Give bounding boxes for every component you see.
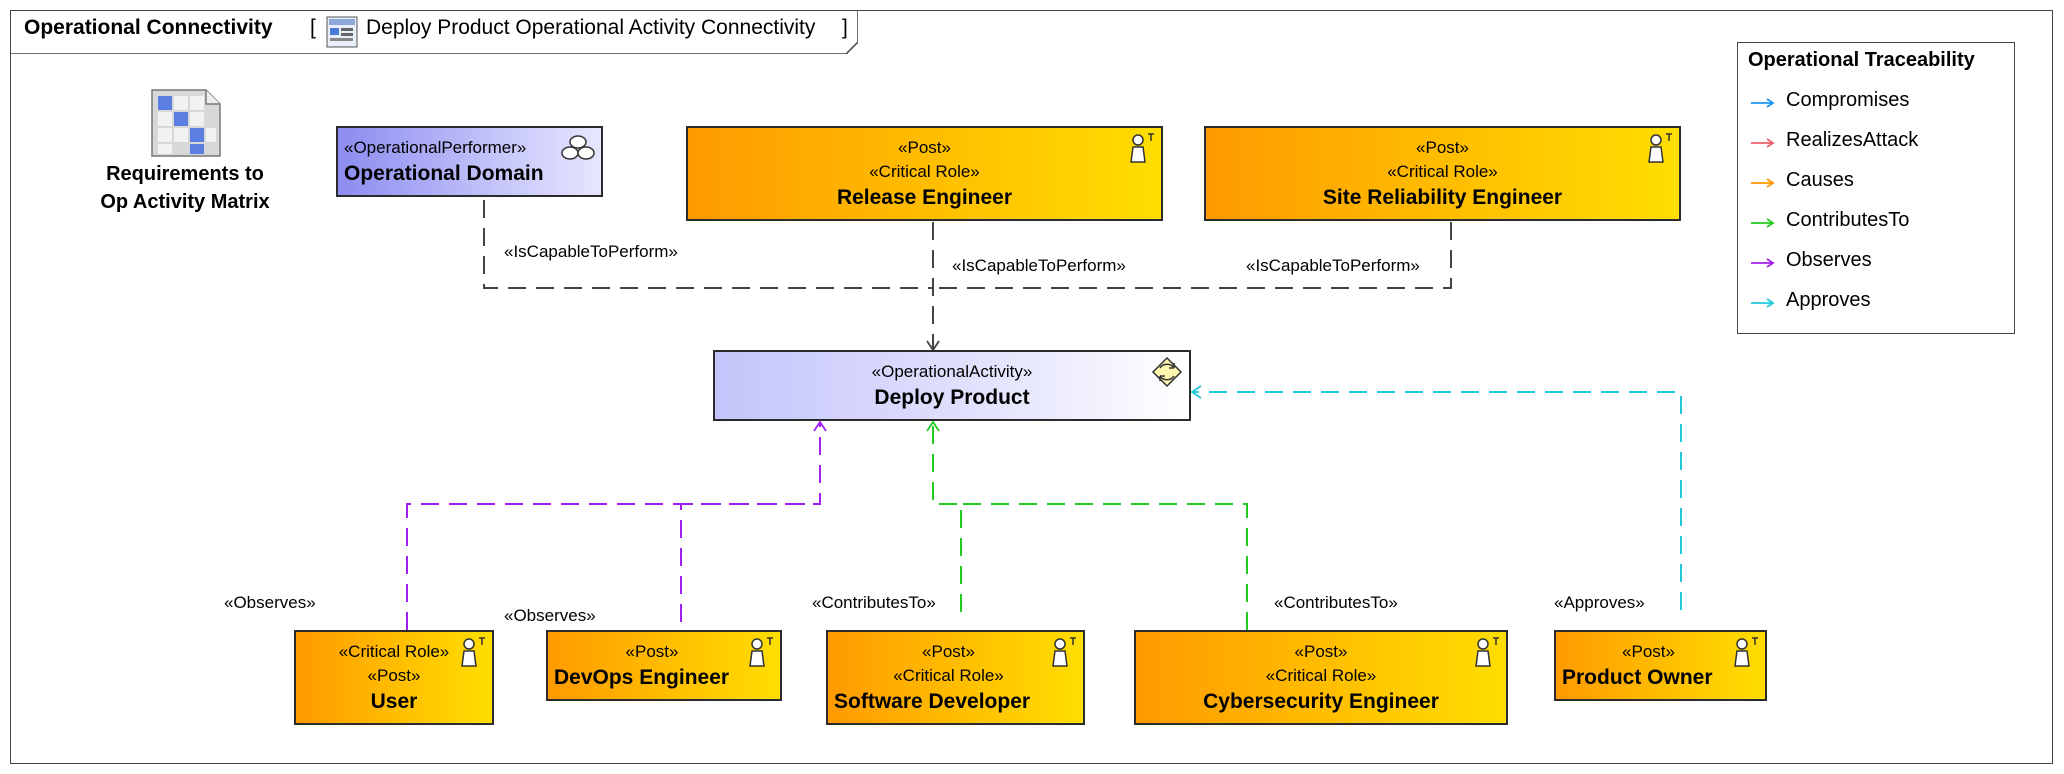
person-icon bbox=[1734, 637, 1758, 667]
node-stereotype: «Critical Role» bbox=[1387, 162, 1498, 181]
node-stereotype: «Critical Role» bbox=[1265, 666, 1377, 685]
node-stereotype: «Post» bbox=[625, 642, 679, 661]
legend-label: RealizesAttack bbox=[1786, 129, 1919, 151]
legend-label: Causes bbox=[1786, 169, 1854, 191]
connector-domain-capable[interactable] bbox=[483, 200, 933, 289]
diagram-icon bbox=[326, 16, 358, 48]
label-sre-capable: «IsCapableToPerform» bbox=[1246, 256, 1420, 275]
node-stereotype: «Critical Role» bbox=[893, 666, 1004, 685]
open-bracket: [ bbox=[310, 16, 316, 39]
person-icon bbox=[461, 637, 485, 667]
node-stereotype: «Critical Role» bbox=[338, 642, 450, 661]
node-name: Operational Domain bbox=[344, 162, 544, 185]
legend-label: Compromises bbox=[1786, 89, 1910, 111]
node-stereotype: «Post» bbox=[1294, 642, 1348, 661]
diagram-type-label: Operational Connectivity bbox=[24, 16, 273, 39]
close-bracket: ] bbox=[842, 16, 848, 39]
connector-devops-observes[interactable] bbox=[680, 503, 820, 622]
diagram-frame bbox=[10, 10, 2053, 764]
label-domain-capable: «IsCapableToPerform» bbox=[504, 242, 678, 261]
arrow-icon bbox=[1751, 298, 1775, 308]
legend-label: ContributesTo bbox=[1786, 209, 1910, 231]
label-devops-observes: «Observes» bbox=[504, 606, 596, 625]
arrow-icon bbox=[1751, 258, 1775, 268]
label-cyber-contributes: «ContributesTo» bbox=[1274, 593, 1398, 612]
legend-label: Approves bbox=[1786, 289, 1871, 311]
node-name: Cybersecurity Engineer bbox=[1203, 690, 1439, 713]
matrix-icon bbox=[151, 89, 221, 157]
node-name: Site Reliability Engineer bbox=[1322, 186, 1563, 209]
person-icon bbox=[749, 637, 773, 667]
connector-owner-approves[interactable] bbox=[1190, 385, 1682, 610]
person-icon bbox=[1648, 133, 1672, 163]
node-stereotype: «OperationalActivity» bbox=[871, 362, 1033, 381]
node-stereotype: «Post» bbox=[898, 138, 951, 157]
performer-icon bbox=[561, 135, 595, 160]
node-stereotype: «OperationalPerformer» bbox=[344, 138, 527, 157]
node-name: Release Engineer bbox=[836, 186, 1013, 209]
node-site-reliability-engineer[interactable]: «Post» «Critical Role» Site Reliability … bbox=[1204, 126, 1681, 221]
arrow-icon bbox=[1751, 138, 1775, 148]
node-product-owner[interactable]: «Post» Product Owner bbox=[1554, 630, 1767, 701]
node-name: Product Owner bbox=[1562, 666, 1713, 689]
label-owner-approves: «Approves» bbox=[1554, 593, 1645, 612]
person-icon bbox=[1052, 637, 1076, 667]
node-user[interactable]: «Critical Role» «Post» User bbox=[294, 630, 494, 725]
frame-tab-outline bbox=[10, 10, 858, 54]
connector-user-observes[interactable] bbox=[406, 420, 827, 630]
person-icon bbox=[1130, 133, 1154, 163]
node-stereotype: «Post» bbox=[922, 642, 975, 661]
requirements-matrix-shortcut[interactable]: Requirements to Op Activity Matrix bbox=[100, 88, 270, 248]
diagram-title: Deploy Product Operational Activity Conn… bbox=[366, 16, 816, 39]
node-name: DevOps Engineer bbox=[554, 666, 730, 689]
matrix-label: Requirements to Op Activity Matrix bbox=[100, 163, 270, 213]
node-stereotype: «Post» bbox=[367, 666, 421, 685]
node-stereotype: «Post» bbox=[1622, 642, 1675, 661]
arrow-icon bbox=[1751, 218, 1775, 228]
activity-icon bbox=[1151, 356, 1183, 388]
node-deploy-product[interactable]: «OperationalActivity» Deploy Product bbox=[713, 350, 1191, 421]
legend: Operational Traceability Compromises Rea… bbox=[1737, 42, 2015, 334]
node-stereotype: «Post» bbox=[1416, 138, 1469, 157]
node-release-engineer[interactable]: «Post» «Critical Role» Release Engineer bbox=[686, 126, 1163, 221]
label-release-capable: «IsCapableToPerform» bbox=[952, 256, 1126, 275]
node-name: Deploy Product bbox=[874, 386, 1030, 409]
node-operational-domain[interactable]: «OperationalPerformer» Operational Domai… bbox=[336, 126, 603, 197]
node-name: User bbox=[370, 690, 418, 713]
arrow-icon bbox=[1751, 98, 1775, 108]
node-cybersecurity-engineer[interactable]: «Post» «Critical Role» Cybersecurity Eng… bbox=[1134, 630, 1508, 725]
node-devops-engineer[interactable]: «Post» DevOps Engineer bbox=[546, 630, 782, 701]
legend-title: Operational Traceability bbox=[1748, 49, 1975, 71]
connector-cyber-contributes[interactable] bbox=[961, 503, 1248, 630]
connector-sre-capable[interactable] bbox=[933, 222, 1452, 289]
node-name: Software Developer bbox=[834, 690, 1031, 713]
connector-developer-contributes[interactable] bbox=[926, 420, 962, 612]
legend-label: Observes bbox=[1786, 249, 1872, 271]
label-developer-contributes: «ContributesTo» bbox=[812, 593, 936, 612]
node-software-developer[interactable]: «Post» «Critical Role» Software Develope… bbox=[826, 630, 1085, 725]
node-stereotype: «Critical Role» bbox=[869, 162, 980, 181]
person-icon bbox=[1475, 637, 1499, 667]
arrow-icon bbox=[1751, 178, 1775, 188]
label-user-observes: «Observes» bbox=[224, 593, 316, 612]
frame-header: Operational Connectivity [ Deploy Produc… bbox=[10, 10, 858, 54]
